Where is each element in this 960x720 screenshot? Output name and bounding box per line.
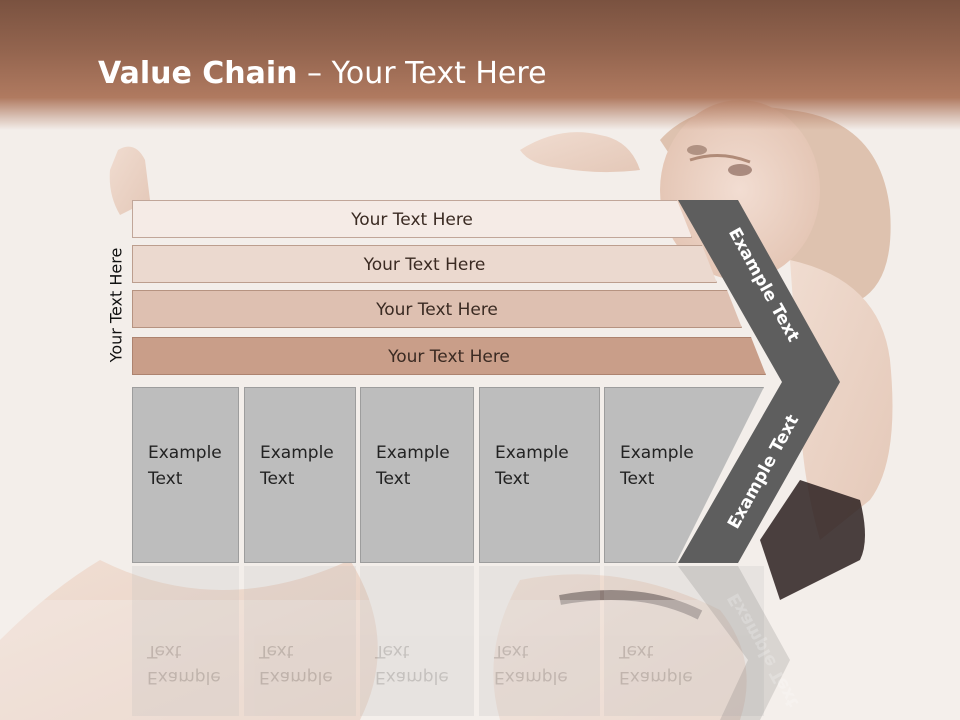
box-line-1: Example bbox=[620, 443, 694, 463]
example-box-1[interactable]: Example Text bbox=[132, 387, 239, 563]
slide-title: Value Chain – Your Text Here bbox=[98, 52, 547, 96]
box-line-2: Text bbox=[260, 469, 295, 489]
header-band bbox=[0, 0, 960, 130]
box-line-2: Text bbox=[620, 469, 655, 489]
vertical-label-text: Your Text Here bbox=[106, 247, 126, 363]
example-box-2[interactable]: Example Text bbox=[244, 387, 356, 563]
value-bar-1[interactable]: Your Text Here bbox=[132, 200, 692, 238]
box-line-2: Text bbox=[376, 469, 411, 489]
example-box-3[interactable]: Example Text bbox=[360, 387, 474, 563]
example-box-4[interactable]: Example Text bbox=[479, 387, 600, 563]
value-bar-4[interactable]: Your Text Here bbox=[132, 337, 766, 375]
box-line-1: Example bbox=[148, 443, 222, 463]
value-bar-2[interactable]: Your Text Here bbox=[132, 245, 717, 283]
box-line-1: Example bbox=[260, 443, 334, 463]
box-line-2: Text bbox=[495, 469, 530, 489]
vertical-label: Your Text Here bbox=[101, 248, 131, 363]
value-bar-3[interactable]: Your Text Here bbox=[132, 290, 742, 328]
title-rest: – Your Text Here bbox=[297, 56, 547, 91]
box-line-2: Text bbox=[148, 469, 183, 489]
box-line-1: Example bbox=[495, 443, 569, 463]
title-bold: Value Chain bbox=[98, 56, 298, 91]
box-line-1: Example bbox=[376, 443, 450, 463]
